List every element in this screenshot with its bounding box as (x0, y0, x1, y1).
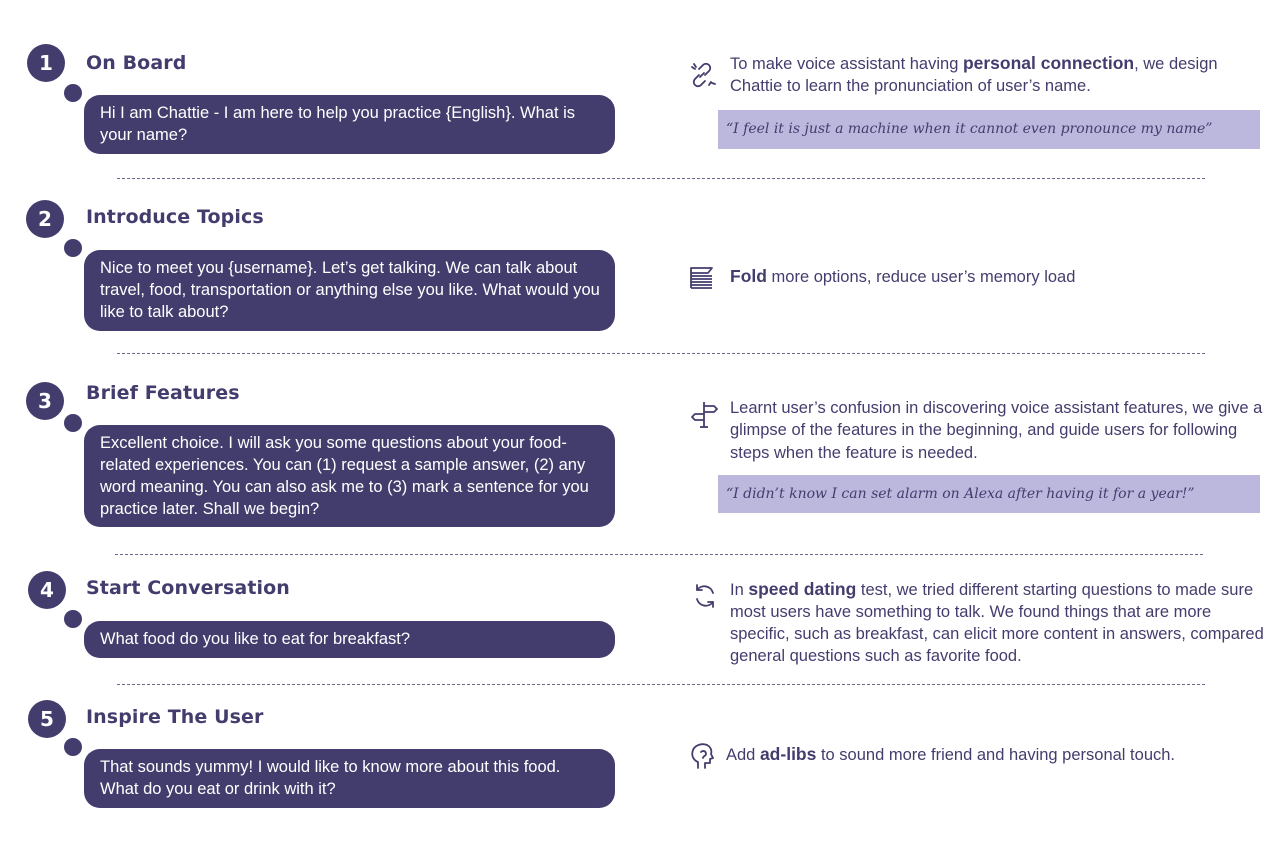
step-title-4: Start Conversation (86, 577, 290, 599)
chat-bubble-4: What food do you like to eat for breakfa… (84, 621, 615, 658)
head-profile-icon (691, 743, 714, 769)
step-title-2: Introduce Topics (86, 206, 264, 228)
section-divider (117, 684, 1205, 685)
stacked-layers-icon (690, 267, 713, 289)
connector-dot (64, 610, 82, 628)
chat-bubble-5: That sounds yummy! I would like to know … (84, 749, 615, 808)
connector-dot (64, 414, 82, 432)
connector-dot (64, 84, 82, 102)
step-description-5: Add ad-libs to sound more friend and hav… (726, 744, 1176, 764)
step-description-3: Learnt user’s confusion in discovering v… (730, 399, 1263, 462)
step-number-3: 3 (26, 382, 64, 420)
chat-bubble-1: Hi I am Chattie - I am here to help you … (84, 95, 615, 154)
connector-dot (64, 239, 82, 257)
section-divider (117, 178, 1205, 179)
step-description-2: Fold more options, reduce user’s memory … (730, 266, 1076, 286)
step-description-4: In speed dating test, we tried different… (730, 579, 1264, 665)
step-description-1: To make voice assistant having personal … (730, 53, 1218, 95)
step-number-4: 4 (28, 571, 66, 609)
step-number-2: 2 (26, 200, 64, 238)
user-quote-3: “I didn’t know I can set alarm on Alexa … (718, 475, 1260, 513)
refresh-icon (696, 584, 714, 608)
step-title-1: On Board (86, 52, 187, 74)
user-quote-1: “I feel it is just a machine when it can… (718, 110, 1260, 149)
connector-dot (64, 738, 82, 756)
chat-bubble-2: Nice to meet you {username}. Let’s get t… (84, 250, 615, 331)
broken-link-icon (691, 62, 716, 88)
chat-bubble-3: Excellent choice. I will ask you some qu… (84, 425, 615, 527)
section-divider (117, 353, 1205, 354)
step-title-5: Inspire The User (86, 706, 264, 728)
signpost-icon (691, 402, 718, 428)
section-divider (115, 554, 1203, 555)
step-number-1: 1 (27, 44, 65, 82)
step-title-3: Brief Features (86, 382, 240, 404)
step-number-5: 5 (28, 700, 66, 738)
